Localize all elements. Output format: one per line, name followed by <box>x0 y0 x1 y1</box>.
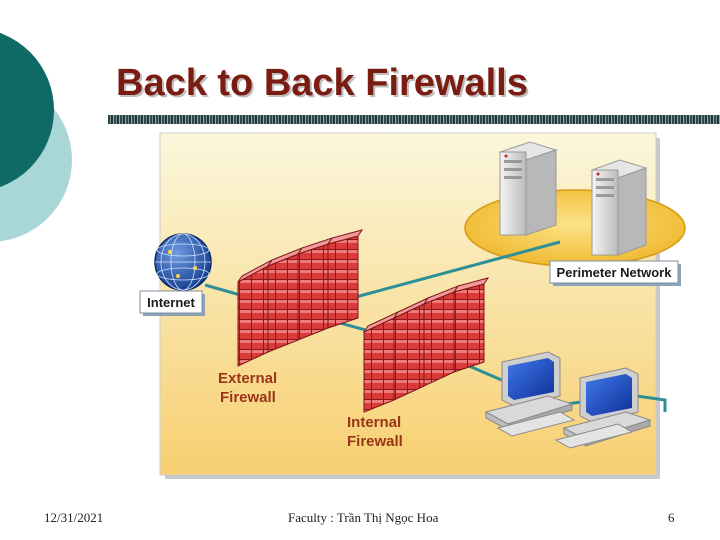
server-icon <box>498 141 558 236</box>
internet-label-box: Internet <box>139 290 205 316</box>
slide-title: Back to Back Firewalls <box>116 62 528 104</box>
server-icon <box>590 159 648 256</box>
internet-label: Internet <box>147 295 195 310</box>
perimeter-network-label: Perimeter Network <box>557 265 673 280</box>
slide-number: 6 <box>668 510 675 525</box>
internet-globe-icon <box>154 233 212 291</box>
internal-firewall-icon <box>362 277 490 413</box>
perimeter-network-label-box: Perimeter Network <box>549 260 681 286</box>
internal-firewall-label: Internal Firewall <box>347 414 405 450</box>
external-firewall-label: External Firewall <box>218 370 281 406</box>
footer-faculty: Faculty : Trần Thị Ngọc Hoa <box>288 510 439 525</box>
footer-date: 12/31/2021 <box>44 510 104 525</box>
workstation-icon <box>484 351 576 437</box>
external-firewall-icon <box>237 229 364 367</box>
workstation-icon <box>554 367 652 449</box>
title-divider <box>108 115 720 124</box>
perimeter-network-zone <box>464 189 686 267</box>
